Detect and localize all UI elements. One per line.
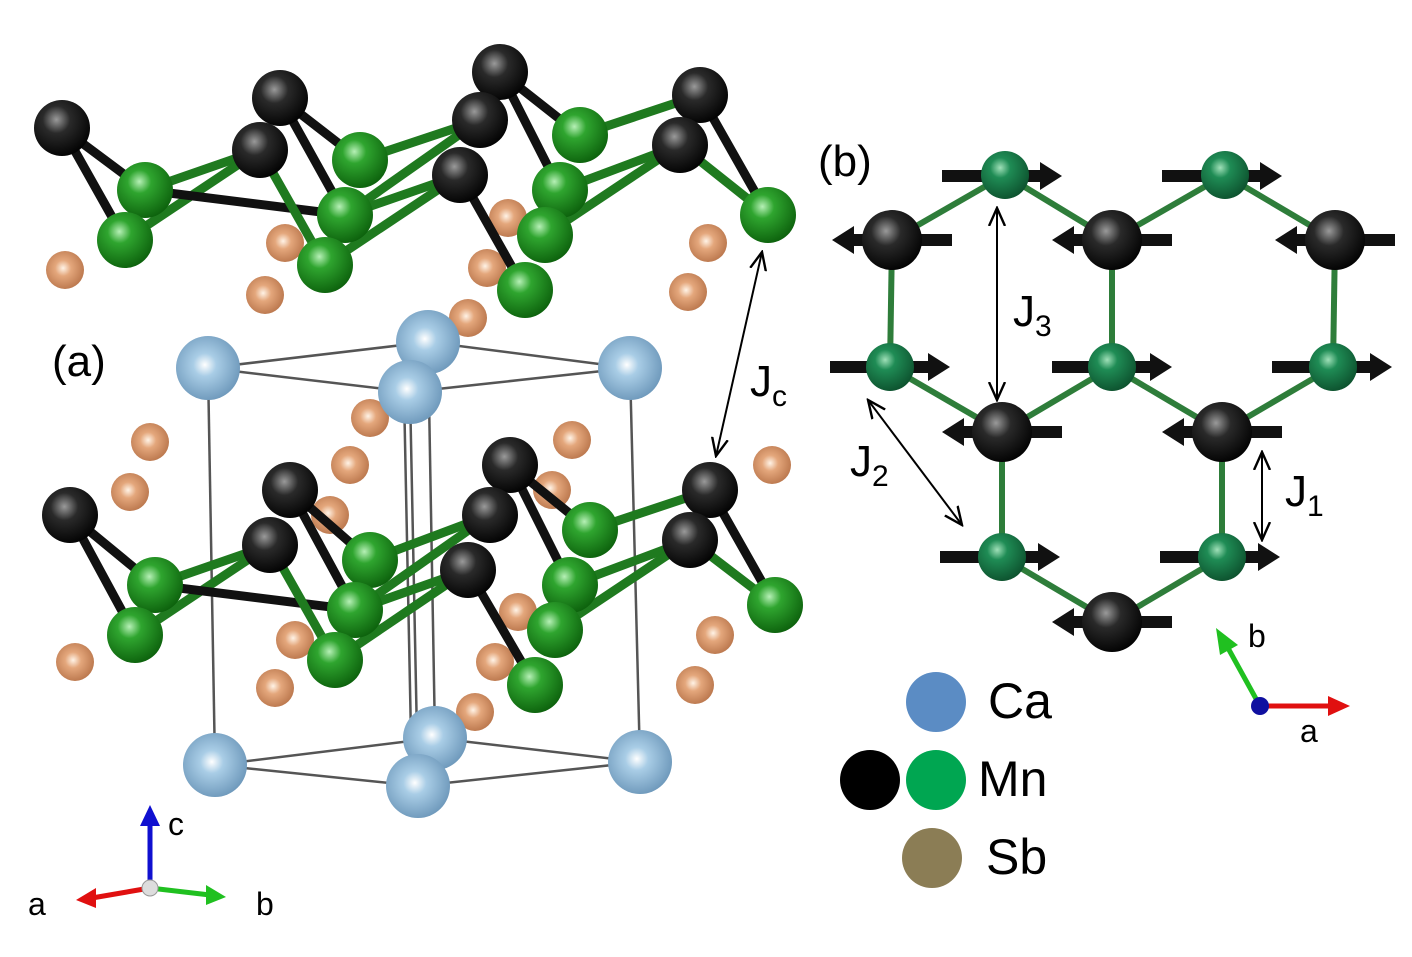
axis-triad-a	[76, 805, 226, 908]
j2-arrow	[868, 400, 962, 525]
panel-a-label: (a)	[52, 337, 106, 386]
j2-label: J2	[850, 437, 889, 493]
legend-sb-label: Sb	[986, 829, 1048, 885]
sb-atoms-a	[46, 199, 791, 731]
axis-a-c-label: c	[168, 806, 184, 842]
jc-arrow	[716, 252, 762, 456]
j3-label: J3	[1013, 287, 1052, 343]
spin-sites	[830, 151, 1395, 652]
legend-mn-label: Mn	[978, 751, 1048, 807]
axis-a-b-label: b	[256, 886, 274, 922]
panel-b-label: (b)	[818, 137, 872, 186]
j1-label: J1	[1285, 467, 1324, 523]
axis-b-b-label: b	[1248, 618, 1266, 654]
legend-ca-label: Ca	[988, 673, 1052, 729]
ca-atoms-a	[176, 310, 672, 818]
mn-atoms-upper-a	[34, 44, 796, 318]
axis-b-a-label: a	[1300, 713, 1318, 749]
mn-atoms-lower-a	[42, 437, 803, 713]
axis-a-a-label: a	[28, 886, 46, 922]
legend-markers	[840, 672, 966, 888]
panel-b	[830, 151, 1395, 888]
jc-label: Jc	[750, 357, 787, 413]
panel-a	[34, 44, 803, 908]
axis-triad-b	[1216, 628, 1350, 716]
